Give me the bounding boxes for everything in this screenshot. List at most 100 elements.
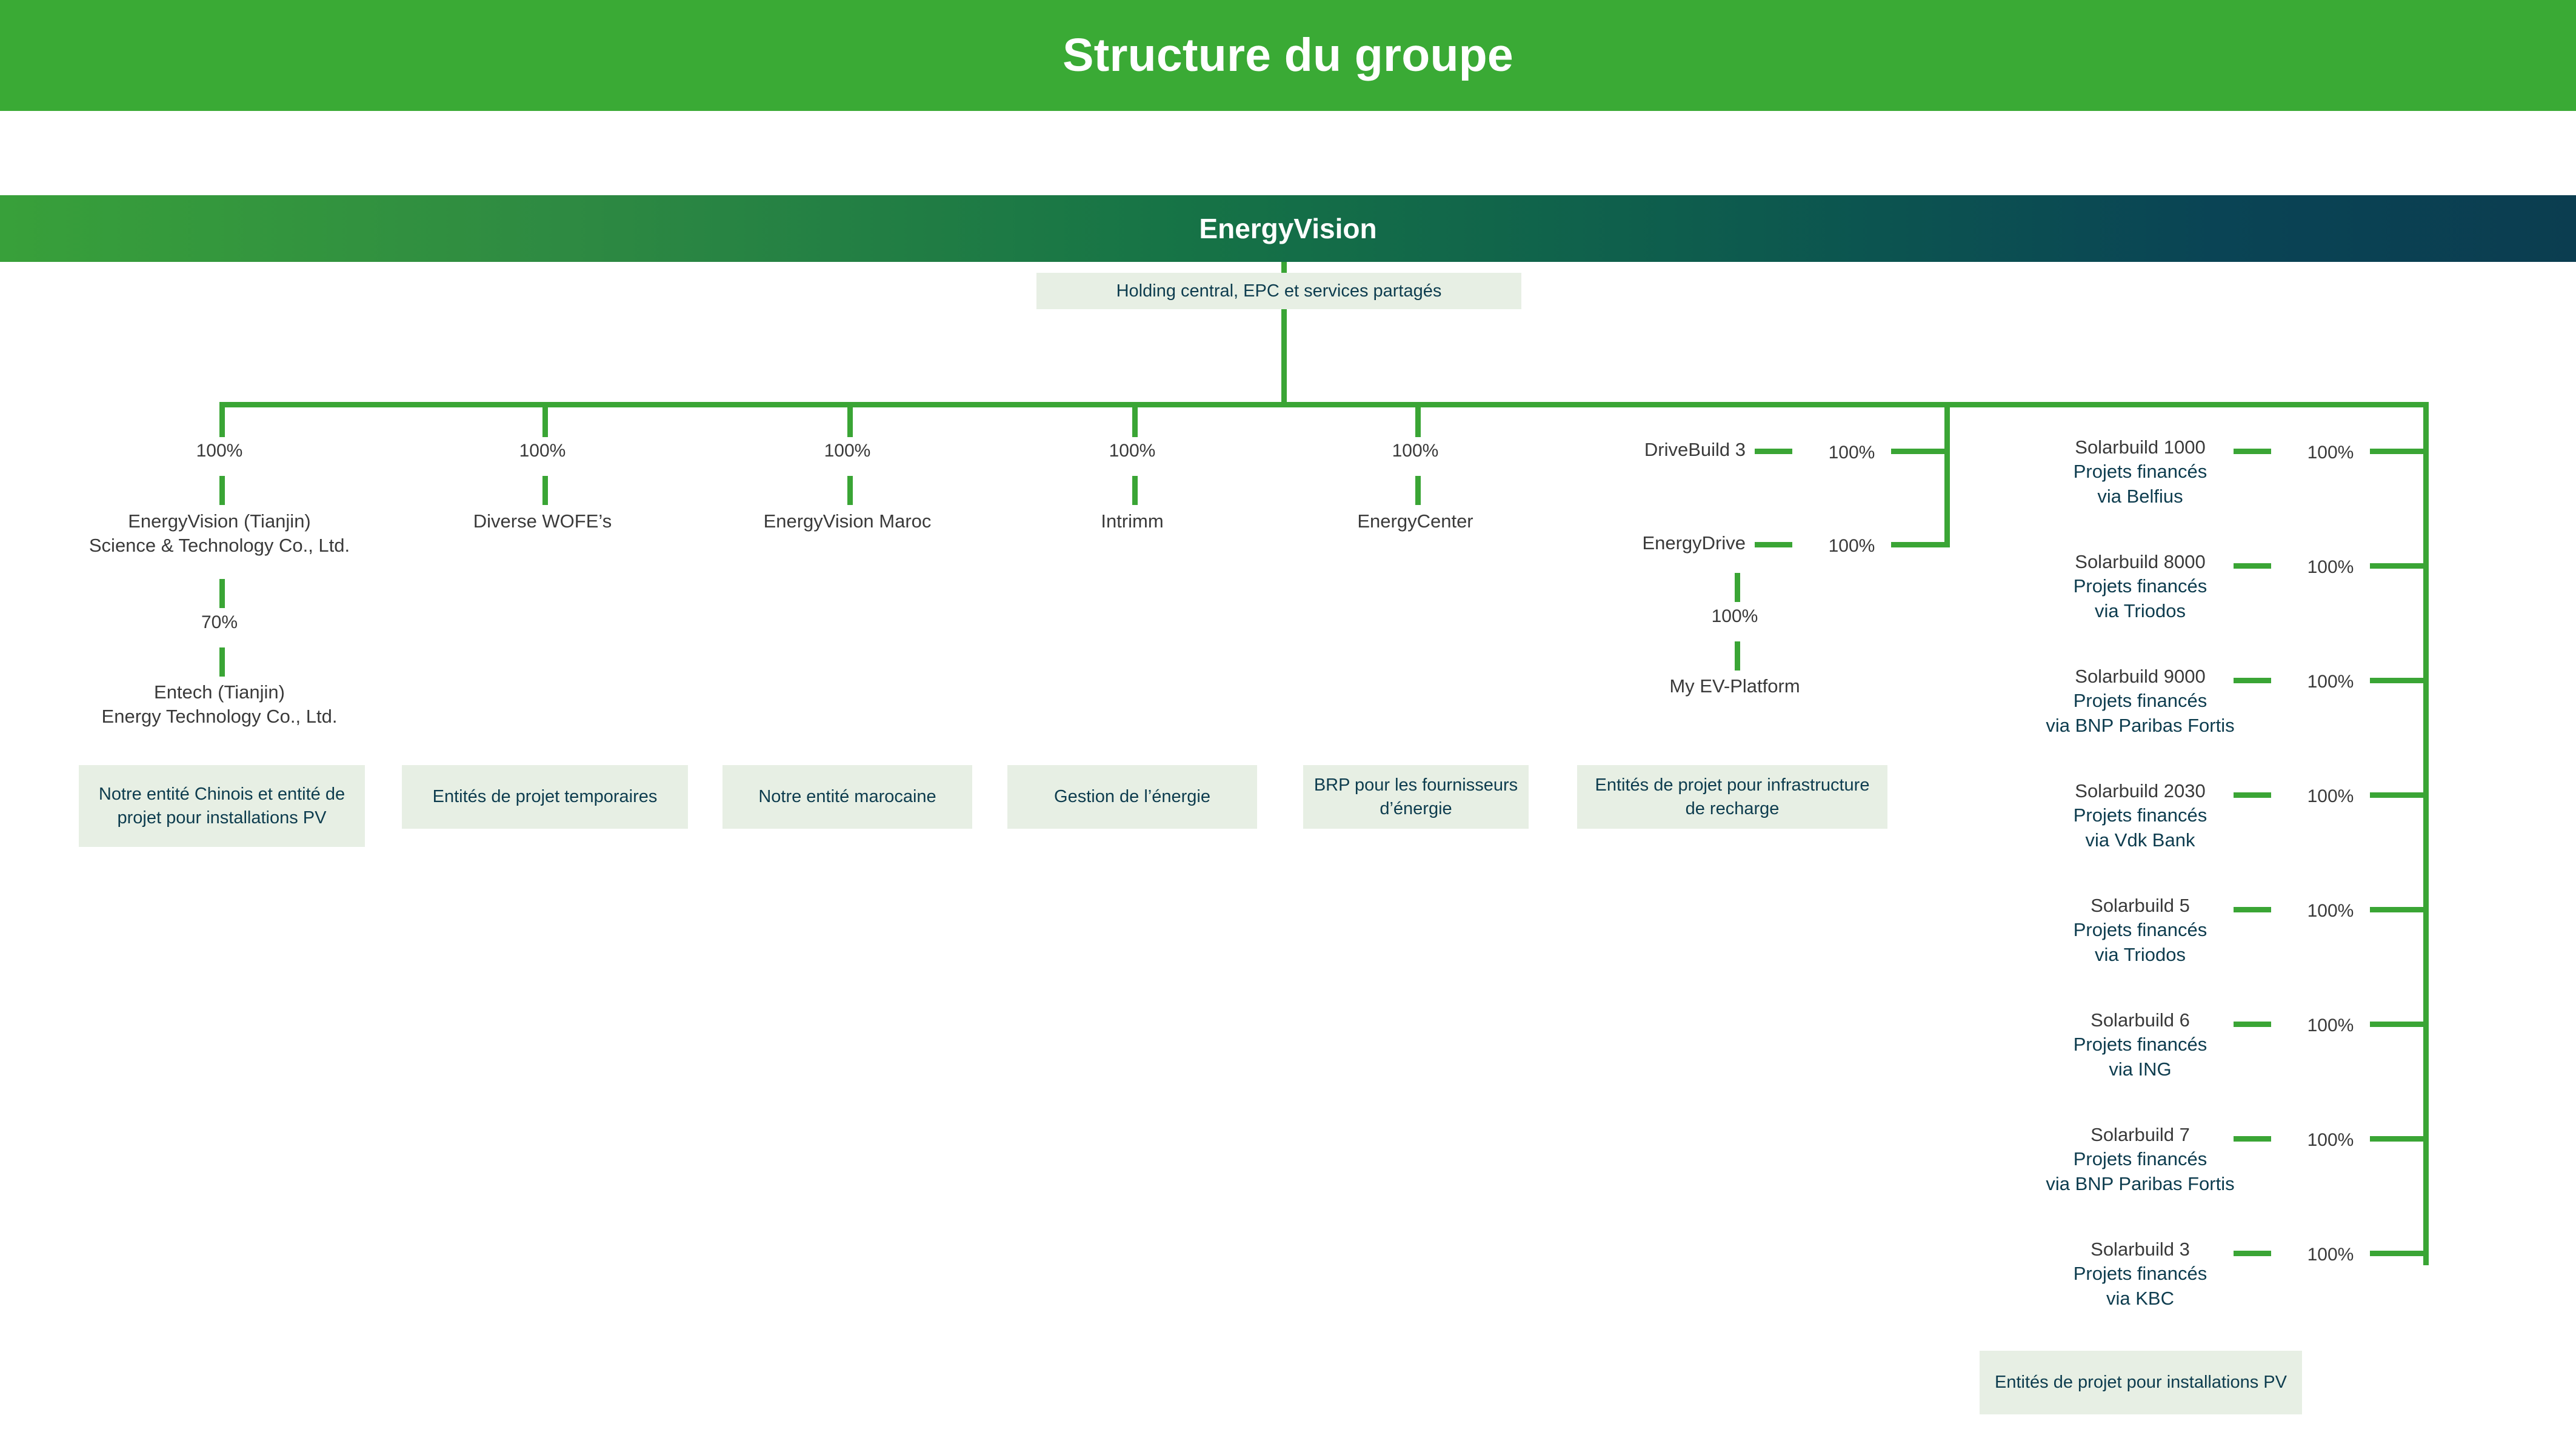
solar-item-5-pct: 100% — [2307, 1015, 2354, 1035]
root-caption-chip: Holding central, EPC et services partagé… — [1036, 273, 1521, 309]
col3-node-name: EnergyVision Maroc — [763, 510, 932, 532]
solar-item-3-name: Solarbuild 2030 — [2075, 780, 2206, 801]
solar-item-5-desc: Projets financés via ING — [2073, 1034, 2207, 1080]
solar-item-7-desc: Projets financés via KBC — [2073, 1263, 2207, 1309]
solar-item-4-tick — [2370, 907, 2428, 912]
col4-node-name: Intrimm — [1101, 510, 1164, 532]
col2-drop — [542, 402, 548, 437]
col4-pct: 100% — [1109, 441, 1156, 461]
solar-caption-chip: Entités de projet pour installations PV — [1980, 1351, 2302, 1414]
solar-item-0-dash — [2234, 449, 2271, 454]
solar-item-2-tick — [2370, 678, 2428, 683]
solar-item-5-block: Solarbuild 6 Projets financés via ING — [1967, 1008, 2313, 1082]
solar-item-1-desc: Projets financés via Triodos — [2073, 575, 2207, 621]
drive-item-1-pct: 100% — [1828, 536, 1875, 556]
col1-pct: 100% — [196, 441, 243, 461]
drive-item-0-pct: 100% — [1828, 443, 1875, 463]
solar-item-2-name: Solarbuild 9000 — [2075, 666, 2206, 687]
solar-item-6-desc: Projets financés via BNP Paribas Fortis — [2046, 1148, 2235, 1194]
col1-sub-drop2 — [219, 647, 225, 677]
solar-item-4-block: Solarbuild 5 Projets financés via Triodos — [1967, 894, 2313, 967]
col3-caption-chip: Notre entité marocaine — [722, 765, 972, 829]
drive-sub-name: My EV-Platform — [1669, 675, 1800, 697]
root-company-banner: EnergyVision — [0, 195, 2576, 262]
col2-drop2 — [542, 476, 548, 505]
solar-item-5-name: Solarbuild 6 — [2090, 1009, 2190, 1031]
drive-caption-chip: Entités de projet pour infrastructure de… — [1577, 765, 1887, 829]
solar-item-4-pct: 100% — [2307, 901, 2354, 921]
solar-item-6-pct: 100% — [2307, 1130, 2354, 1150]
col5-drop2 — [1415, 476, 1421, 505]
solar-item-3-pct: 100% — [2307, 786, 2354, 806]
solar-item-0-pct: 100% — [2307, 443, 2354, 463]
col1-drop2 — [219, 476, 225, 505]
solar-item-1-name: Solarbuild 8000 — [2075, 551, 2206, 572]
drive-item-1-dash — [1755, 542, 1792, 547]
solar-item-1-tick — [2370, 563, 2428, 569]
solar-item-0-desc: Projets financés via Belfius — [2073, 461, 2207, 507]
root-company-name: EnergyVision — [1199, 213, 1377, 244]
col2-node-name: Diverse WOFE’s — [473, 510, 612, 532]
col2-caption-chip: Entités de projet temporaires — [402, 765, 688, 829]
solar-item-0-tick — [2370, 449, 2428, 454]
solar-item-2-dash — [2234, 678, 2271, 683]
solar-item-1-dash — [2234, 563, 2271, 569]
solar-item-7-block: Solarbuild 3 Projets financés via KBC — [1967, 1237, 2313, 1311]
drive-sub-pct: 100% — [1711, 606, 1758, 626]
col1-sub-node-name: Entech (Tianjin) Energy Technology Co., … — [101, 681, 338, 728]
solar-branch-rail — [2423, 402, 2429, 1265]
solar-item-4-desc: Projets financés via Triodos — [2073, 919, 2207, 965]
solar-item-3-tick — [2370, 792, 2428, 798]
solar-item-6-block: Solarbuild 7 Projets financés via BNP Par… — [1967, 1123, 2313, 1196]
col5-caption-chip: BRP pour les fournisseurs d’énergie — [1303, 765, 1529, 829]
solar-item-4-name: Solarbuild 5 — [2090, 895, 2190, 916]
root-stem-lower — [1281, 309, 1287, 406]
drive-sub-drop2 — [1735, 641, 1740, 671]
solar-item-7-pct: 100% — [2307, 1245, 2354, 1265]
drive-item-1-name: EnergyDrive — [1642, 532, 1746, 554]
solar-item-6-tick — [2370, 1136, 2428, 1142]
drive-item-1-tick — [1891, 542, 1949, 547]
drive-item-0-dash — [1755, 449, 1792, 454]
col5-drop — [1415, 402, 1421, 437]
col4-drop — [1132, 402, 1138, 437]
solar-item-2-desc: Projets financés via BNP Paribas Fortis — [2046, 690, 2235, 736]
drive-item-0-tick — [1891, 449, 1949, 454]
col5-node-name: EnergyCenter — [1357, 510, 1473, 532]
solar-item-1-pct: 100% — [2307, 557, 2354, 577]
solar-item-7-tick — [2370, 1251, 2428, 1256]
solar-item-5-dash — [2234, 1022, 2271, 1027]
solar-item-7-name: Solarbuild 3 — [2090, 1239, 2190, 1260]
col1-node-name: EnergyVision (Tianjin) Science & Technol… — [88, 510, 350, 557]
col3-pct: 100% — [824, 441, 871, 461]
col1-caption-chip: Notre entité Chinois et entité de projet… — [79, 765, 365, 847]
solar-item-6-dash — [2234, 1136, 2271, 1142]
col5-pct: 100% — [1392, 441, 1439, 461]
col2-pct: 100% — [519, 441, 566, 461]
col1-sub-pct: 70% — [201, 612, 238, 632]
solar-item-6-name: Solarbuild 7 — [2090, 1124, 2190, 1145]
col4-caption-chip: Gestion de l’énergie — [1007, 765, 1257, 829]
col3-drop2 — [847, 476, 853, 505]
solar-item-5-tick — [2370, 1022, 2428, 1027]
page-header: Structure du groupe — [0, 0, 2576, 111]
col1-drop — [219, 402, 225, 437]
col4-drop2 — [1132, 476, 1138, 505]
solar-item-0-name: Solarbuild 1000 — [2075, 436, 2206, 458]
drive-branch-rail — [1944, 402, 1950, 547]
drive-item-0-name: DriveBuild 3 — [1644, 439, 1746, 460]
col1-sub-drop — [219, 579, 225, 608]
solar-item-4-dash — [2234, 907, 2271, 912]
solar-item-3-desc: Projets financés via Vdk Bank — [2073, 804, 2207, 851]
main-bus — [219, 402, 2429, 407]
solar-item-7-dash — [2234, 1251, 2271, 1256]
col3-drop — [847, 402, 853, 437]
page-title: Structure du groupe — [1063, 29, 1513, 81]
solar-item-2-pct: 100% — [2307, 672, 2354, 692]
solar-item-3-dash — [2234, 792, 2271, 798]
